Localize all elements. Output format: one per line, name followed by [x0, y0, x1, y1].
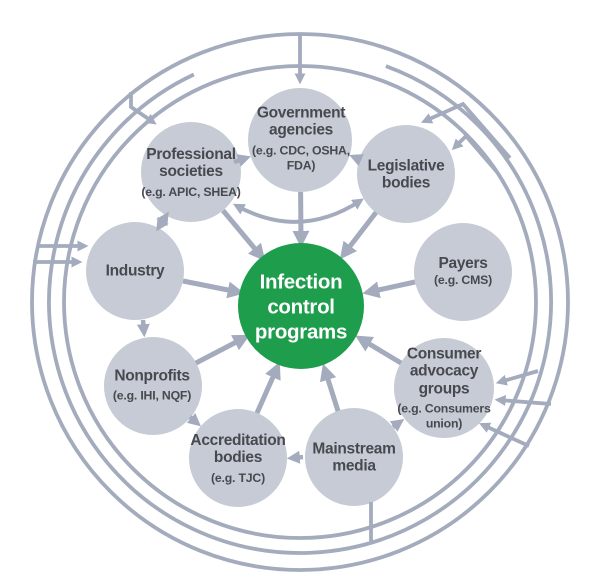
node-circle-accreditation-bodies [189, 409, 287, 507]
node-circle-payers [414, 223, 512, 321]
node-circle-nonprofits [104, 337, 202, 435]
arrow-legislative-to-government [349, 154, 364, 167]
node-circle-legislative-bodies [357, 125, 455, 223]
arrow-ring-to-consumer-1 [495, 369, 539, 386]
arrow-ring-to-legislative-1 [420, 101, 512, 160]
arrow-professional-to-center [221, 208, 266, 262]
arrow-legislative-to-center [339, 210, 378, 260]
arrow-industry-professional-bidirectional [156, 211, 169, 232]
center-circle [238, 243, 364, 369]
arrow-ring-to-professional [129, 92, 157, 125]
arrow-ring-to-legislative-2 [451, 133, 499, 174]
arrow-professional-to-government [233, 154, 251, 167]
radial-arrows [182, 191, 416, 415]
arrow-industry-to-center [182, 278, 245, 299]
arrow-ring-to-consumer-3 [478, 422, 530, 448]
node-circles [86, 88, 512, 507]
arrow-nonprofits-to-accreditation [186, 412, 201, 427]
orbit-ring-middle [47, 64, 553, 555]
orbit-ring-outer [30, 32, 570, 572]
arrow-mainstream-to-accreditation [286, 450, 304, 464]
node-circle-industry [86, 222, 184, 320]
arrow-accreditation-to-center [254, 361, 281, 415]
node-circle-government-agencies [248, 88, 352, 192]
arrow-mainstream-to-consumer [389, 418, 405, 432]
ring-connectors [33, 35, 552, 541]
node-circle-professional-societies [141, 122, 241, 222]
arrow-nonprofits-to-center [194, 334, 251, 366]
node-circle-mainstream-media [305, 408, 403, 506]
arrow-consumer-to-center [355, 335, 403, 366]
node-circle-consumer-advocacy-groups [394, 338, 494, 438]
arrow-industry-to-nonprofits [136, 319, 150, 338]
arrow-ring-to-consumer-2 [494, 395, 552, 407]
arrow-mainstream-to-center [319, 363, 341, 412]
arrow-payers-to-center [362, 279, 416, 299]
